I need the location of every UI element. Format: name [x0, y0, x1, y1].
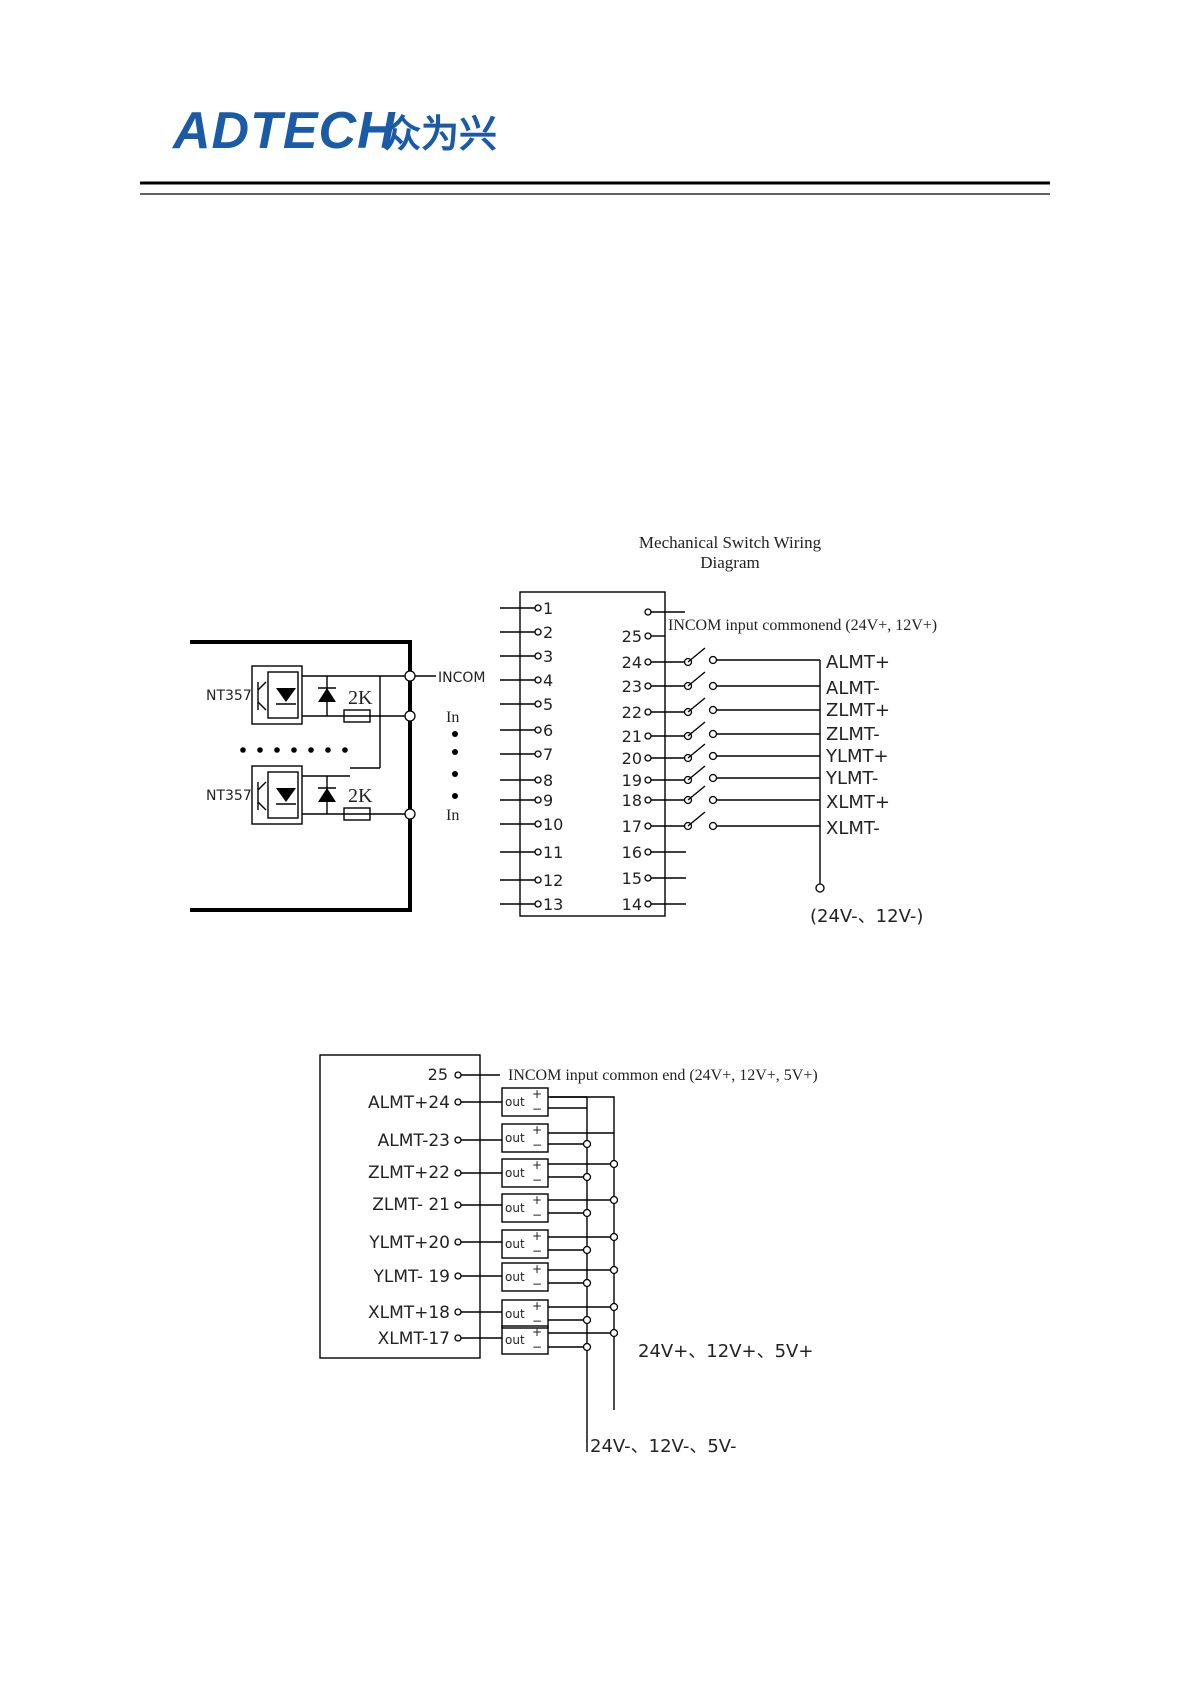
minus-sign: − [532, 1102, 542, 1116]
left-pin-label: 13 [543, 895, 563, 914]
signal-label: ALMT- [826, 678, 880, 699]
plus-sign: + [532, 1325, 542, 1339]
left-pin-label: 9 [543, 791, 553, 810]
sensor-row-label: YLMT- 19 [372, 1267, 450, 1287]
out-label: out [505, 1095, 525, 1109]
vplus-label: 24V+、12V+、5V+ [638, 1341, 813, 1362]
plus-sign: + [532, 1299, 542, 1313]
right-pin-label: 25 [622, 627, 642, 646]
out-label: out [505, 1307, 525, 1321]
left-pin-label: 2 [543, 623, 553, 642]
incom-note-2: INCOM input common end (24V+, 12V+, 5V+) [508, 1067, 818, 1084]
right-pin-label: 20 [622, 749, 642, 768]
out-label: out [505, 1166, 525, 1180]
plus-sign: + [532, 1262, 542, 1276]
sensor-row-label: ZLMT- 21 [372, 1195, 450, 1215]
chip-label-1: NT357 [206, 688, 252, 704]
signal-label: YLMT+ [825, 746, 889, 767]
left-pins [500, 604, 542, 908]
right-pin-label: 24 [622, 653, 642, 672]
left-pin-label: 8 [543, 771, 553, 790]
out-label: out [505, 1131, 525, 1145]
right-pin-label: 18 [622, 791, 642, 810]
right-pin-label: 22 [622, 703, 642, 722]
signal-label: ALMT+ [826, 652, 890, 673]
in-label-1: In [446, 709, 459, 726]
minus-sign: − [532, 1208, 542, 1222]
plus-sign: + [532, 1158, 542, 1172]
minus-sign: − [532, 1173, 542, 1187]
incom-note: INCOM input commonend (24V+, 12V+) [668, 617, 937, 634]
right-pin-label: 14 [622, 895, 642, 914]
left-pin-label: 1 [543, 599, 553, 618]
sensor-row-label: YLMT+20 [368, 1233, 450, 1253]
right-pin-label: 23 [622, 677, 642, 696]
sensor-row-label: XLMT-17 [378, 1329, 450, 1349]
sensor-box-labels: out + − out + − out + − out + − out + − … [505, 1087, 542, 1354]
plus-sign: + [532, 1087, 542, 1101]
incom-label: INCOM [438, 670, 485, 686]
plus-sign: + [532, 1123, 542, 1137]
left-pin-label: 5 [543, 695, 553, 714]
right-pin-label: 21 [622, 727, 642, 746]
optocoupler-1 [251, 665, 371, 725]
input-circuit: NT357 2K [190, 640, 485, 912]
diagram1-title-line1: Mechanical Switch Wiring [639, 533, 822, 552]
right-pin-label: 15 [622, 869, 642, 888]
out-label: out [505, 1237, 525, 1251]
left-pin-label: 4 [543, 671, 553, 690]
dot-row [240, 747, 348, 753]
minus-sign: − [532, 1340, 542, 1354]
limit-switches [683, 647, 825, 893]
minus-sign: − [532, 1314, 542, 1328]
in-label-2: In [446, 807, 459, 824]
mechanical-switch-diagram: Mechanical Switch Wiring Diagram [190, 533, 937, 927]
resistor-label-2: 2K [348, 785, 373, 807]
plus-sign: + [532, 1229, 542, 1243]
connector-box [319, 1054, 481, 1359]
plus-sign: + [532, 1193, 542, 1207]
signal-label: XLMT+ [826, 792, 890, 813]
minus-sign: − [532, 1244, 542, 1258]
minus-sign: − [532, 1277, 542, 1291]
chip-label-2: NT357 [206, 788, 252, 804]
pin25-label: 25 [428, 1065, 448, 1084]
out-label: out [505, 1270, 525, 1284]
optocoupler-2 [251, 765, 371, 825]
resistor-label-1: 2K [348, 687, 373, 709]
left-pin-label: 10 [543, 815, 563, 834]
sensor-row-label: XLMT+18 [368, 1303, 450, 1323]
vminus-label: 24V-、12V-、5V- [590, 1436, 737, 1457]
right-pins [644, 608, 686, 908]
signal-label: YLMT- [825, 768, 878, 789]
sensor-row-label: ALMT-23 [378, 1131, 450, 1151]
diagram1-title-line2: Diagram [700, 553, 759, 572]
sensor-row-label: ALMT+24 [368, 1093, 450, 1113]
left-pin-label: 7 [543, 745, 553, 764]
left-pin-label: 6 [543, 721, 553, 740]
minus-sign: − [532, 1138, 542, 1152]
left-pin-label: 12 [543, 871, 563, 890]
right-pin-label: 17 [622, 817, 642, 836]
brand-logo-cn: 众为兴 [383, 112, 497, 156]
connector-block: 1 2 3 4 5 6 7 8 9 10 11 12 13 [500, 591, 686, 917]
ground-label: (24V-、12V-) [810, 906, 923, 927]
right-pin-label: 16 [622, 843, 642, 862]
signal-label: XLMT- [826, 818, 880, 839]
signal-label: ZLMT- [826, 724, 880, 745]
left-pin-label: 11 [543, 843, 563, 862]
out-label: out [505, 1333, 525, 1347]
left-pin-label: 3 [543, 647, 553, 666]
sensor-row-label: ZLMT+22 [368, 1163, 450, 1183]
right-pin-label: 19 [622, 771, 642, 790]
brand-logo: ADTECH [171, 102, 396, 160]
sensor-wiring-diagram: 25 INCOM input common end (24V+, 12V+, 5… [319, 1054, 818, 1457]
out-label: out [505, 1201, 525, 1215]
header: ADTECH 众为兴 [140, 102, 1050, 195]
sensor-rows: ALMT+24 ALMT-23 ZLMT+22 ZLMT- 21 YLMT+2 [368, 1087, 619, 1355]
signal-label: ZLMT+ [826, 700, 890, 721]
